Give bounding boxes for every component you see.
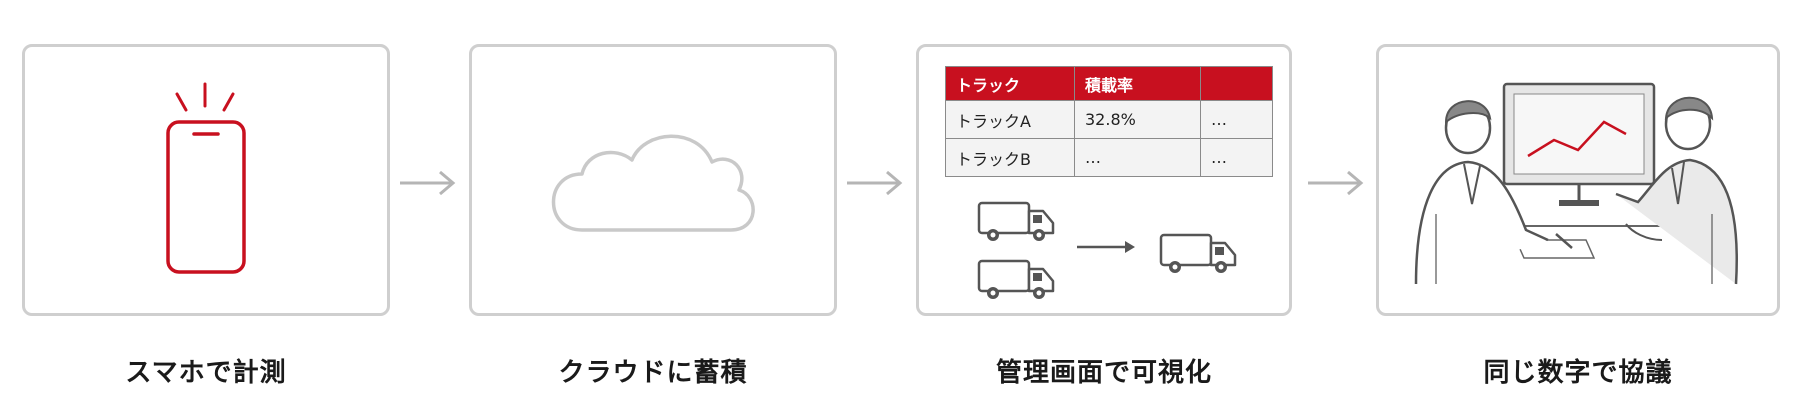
step-caption-measure: スマホで計測 — [125, 358, 287, 388]
step-caption-visualize: 管理画面で可視化 — [995, 358, 1212, 388]
table-header-cell: 積載率 — [1074, 66, 1201, 101]
step-caption-discuss: 同じ数字で協議 — [1483, 358, 1673, 388]
table-header-cell: トラック — [945, 66, 1075, 101]
table-row: トラックA 32.8% … — [945, 100, 1273, 139]
smartphone-icon — [166, 82, 246, 274]
arrow-right-icon — [1308, 170, 1364, 196]
table-cell: … — [1200, 138, 1273, 177]
step-panel-measure — [22, 44, 390, 316]
truck-icon — [977, 259, 1055, 301]
table-row: トラックB … … — [945, 138, 1273, 177]
table-cell: … — [1074, 138, 1201, 177]
truck-icon — [977, 201, 1055, 243]
truck-icon — [1159, 233, 1237, 275]
table-cell: トラックB — [945, 138, 1075, 177]
arrow-right-icon — [847, 170, 903, 196]
load-rate-table: トラック 積載率 トラックA 32.8% … トラックB … … — [945, 66, 1273, 177]
step-caption-store: クラウドに蓄積 — [558, 358, 748, 388]
table-header-row: トラック 積載率 — [945, 66, 1273, 101]
arrow-right-icon — [400, 170, 456, 196]
trucks-illustration — [977, 201, 1237, 301]
table-cell: トラックA — [945, 100, 1075, 139]
meeting-icon — [1414, 82, 1738, 285]
table-cell: … — [1200, 100, 1273, 139]
table-cell: 32.8% — [1074, 100, 1201, 139]
cloud-icon — [551, 134, 755, 232]
step-panel-store — [469, 44, 837, 316]
table-header-cell — [1200, 66, 1273, 101]
step-panel-discuss — [1376, 44, 1780, 316]
